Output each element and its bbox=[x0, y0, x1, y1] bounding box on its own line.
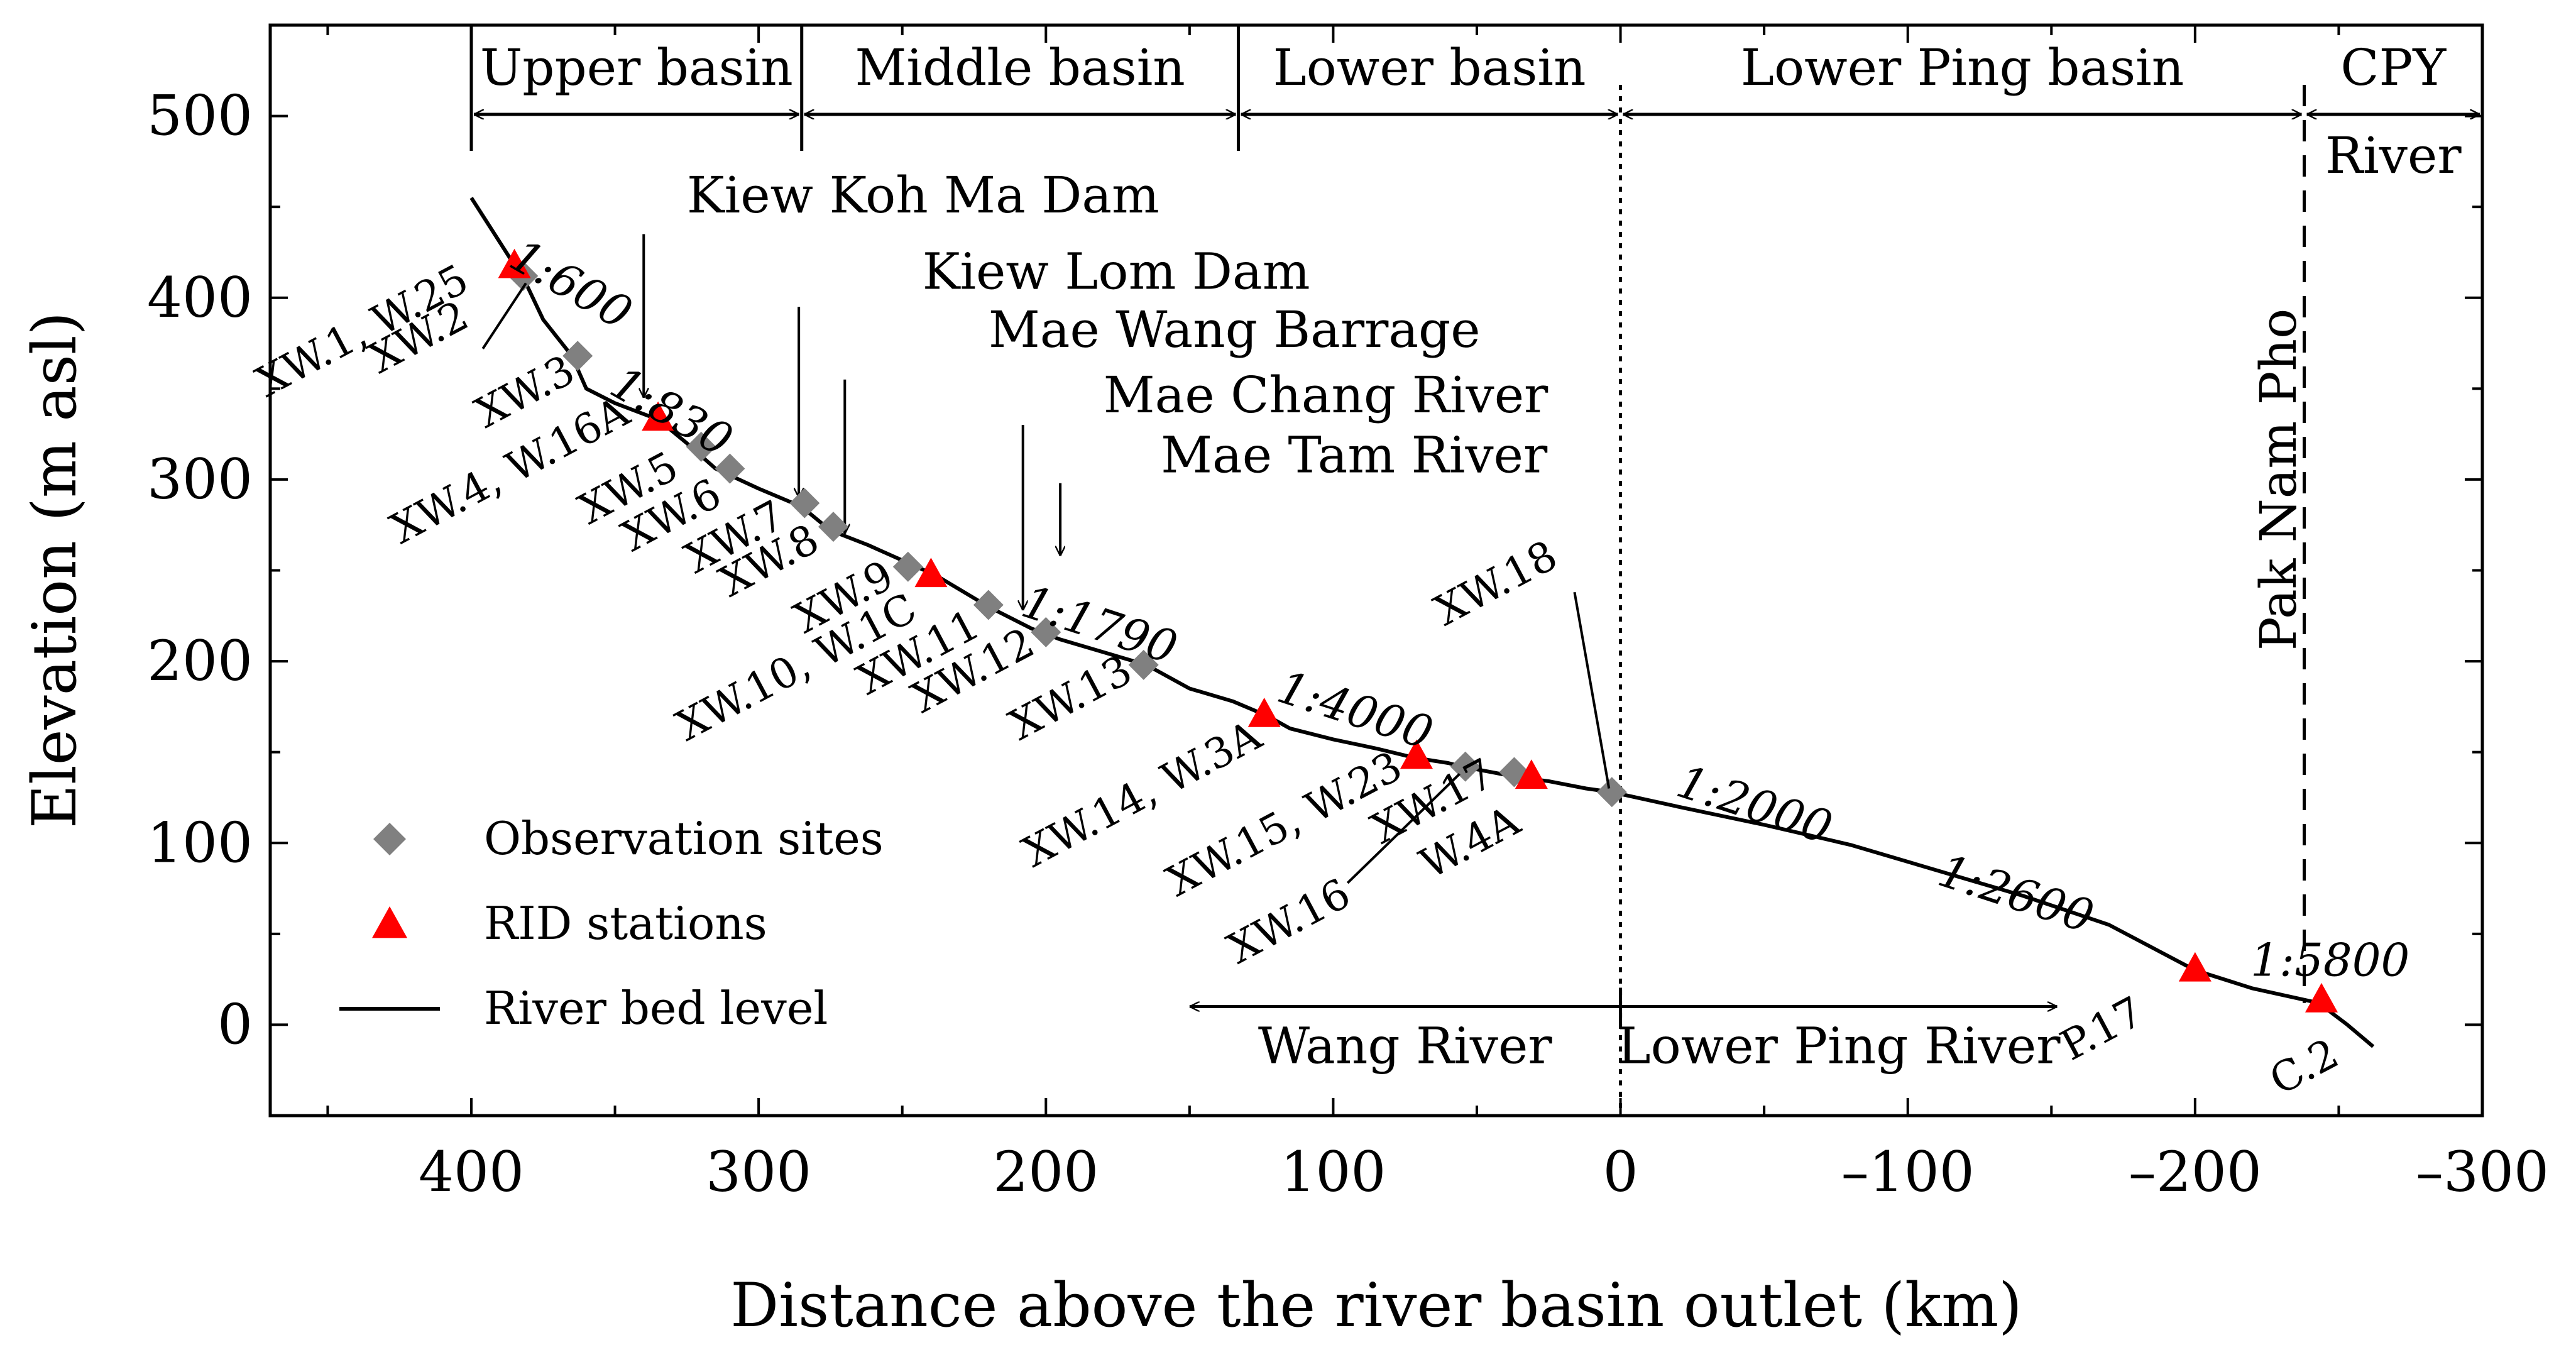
x-tick-label: –300 bbox=[2416, 1140, 2549, 1204]
observation-site-marker bbox=[818, 512, 848, 542]
rid-station-marker bbox=[642, 401, 675, 431]
legend-label: Observation sites bbox=[484, 812, 884, 865]
callout-label: Mae Chang River bbox=[1104, 366, 1548, 424]
x-tick-label: 300 bbox=[706, 1140, 811, 1204]
rid-station-marker bbox=[914, 557, 948, 588]
y-tick-label: 0 bbox=[217, 992, 253, 1057]
rid-station-marker bbox=[2178, 952, 2212, 982]
callout-label: Kiew Lom Dam bbox=[923, 242, 1310, 300]
rid-station-marker bbox=[1247, 697, 1281, 727]
callout-label: Mae Wang Barrage bbox=[989, 300, 1481, 359]
rid-station-marker bbox=[1400, 739, 1433, 769]
x-tick-label: 400 bbox=[419, 1140, 524, 1204]
callout-label: Kiew Koh Ma Dam bbox=[687, 166, 1159, 224]
river-bed-line bbox=[469, 197, 2375, 1048]
x-tick-label: –200 bbox=[2129, 1140, 2262, 1204]
x-tick-label: –100 bbox=[1841, 1140, 1975, 1204]
callout-label: Mae Tam River bbox=[1161, 426, 1548, 484]
legend-diamond-icon bbox=[373, 823, 406, 855]
observation-site-marker bbox=[892, 551, 923, 582]
slope-label: 1:600 bbox=[501, 229, 641, 339]
observation-site-marker bbox=[973, 590, 1004, 620]
slope-label: 1:2000 bbox=[1671, 755, 1839, 854]
rid-station-marker bbox=[2305, 982, 2338, 1013]
y-tick-label: 500 bbox=[147, 84, 253, 148]
observation-site-marker bbox=[715, 453, 745, 484]
region-label: Middle basin bbox=[855, 38, 1185, 97]
pak-nam-pho-label: Pak Nam Pho bbox=[2249, 309, 2308, 651]
y-axis: 0 100 200 300 400 500 bbox=[147, 24, 2482, 1057]
river-label: Wang River bbox=[1258, 1017, 1552, 1075]
site-label: XW.18 bbox=[1427, 531, 1565, 635]
y-axis-title: Elevation (m asl) bbox=[19, 312, 90, 828]
leader-line-xw16 bbox=[1346, 772, 1461, 884]
leader-line-xw18 bbox=[1573, 591, 1611, 789]
y-tick-label: 100 bbox=[147, 810, 253, 875]
x-axis: 400 300 200 100 0 –100 –200 –300 bbox=[326, 25, 2549, 1204]
region-annotations: Upper basin Middle basin Lower basin Lower … bbox=[469, 25, 2480, 185]
region-label: Lower basin bbox=[1273, 38, 1586, 97]
y-tick-label: 400 bbox=[147, 265, 253, 330]
observation-site-marker bbox=[789, 488, 820, 519]
region-label: CPY bbox=[2340, 38, 2447, 97]
x-tick-label: 200 bbox=[993, 1140, 1099, 1204]
rid-station-marker bbox=[1515, 759, 1548, 789]
x-axis-title: Distance above the river basin outlet (k… bbox=[730, 1270, 2022, 1341]
river-label: Lower Ping River bbox=[1618, 1017, 2061, 1075]
x-tick-label: 0 bbox=[1603, 1140, 1638, 1204]
region-label: Upper basin bbox=[480, 38, 793, 97]
legend-label: River bed level bbox=[484, 982, 828, 1035]
region-label: River bbox=[2325, 126, 2462, 185]
rid-station-marker bbox=[498, 248, 531, 278]
site-label: P.17 bbox=[2053, 987, 2151, 1070]
river-labels: Wang River Lower Ping River bbox=[1189, 987, 2061, 1075]
site-label: C.2 bbox=[2262, 1029, 2346, 1104]
slope-label: 1:830 bbox=[602, 356, 742, 466]
river-bed-series bbox=[469, 197, 2375, 1048]
leader-line-xw2 bbox=[481, 282, 527, 349]
observation-site-marker bbox=[1128, 649, 1159, 680]
slope-label: 1:5800 bbox=[2250, 933, 2409, 986]
plot-frame bbox=[268, 23, 2484, 1118]
observation-site-marker bbox=[686, 431, 716, 462]
legend-triangle-icon bbox=[372, 906, 407, 938]
rid-stations-series bbox=[498, 248, 2338, 1013]
y-tick-label: 200 bbox=[147, 629, 253, 693]
observation-site-marker bbox=[1596, 777, 1627, 808]
observation-site-marker bbox=[1031, 617, 1061, 647]
x-tick-label: 100 bbox=[1280, 1140, 1386, 1204]
legend-label: RID stations bbox=[484, 897, 767, 950]
reference-lines bbox=[1619, 85, 2306, 1116]
y-tick-label: 300 bbox=[147, 447, 253, 512]
observation-site-marker bbox=[562, 341, 593, 371]
slope-label: 1:2600 bbox=[1932, 843, 2100, 943]
region-label: Lower Ping basin bbox=[1741, 38, 2184, 97]
site-label: XW.16 bbox=[1220, 869, 1358, 974]
